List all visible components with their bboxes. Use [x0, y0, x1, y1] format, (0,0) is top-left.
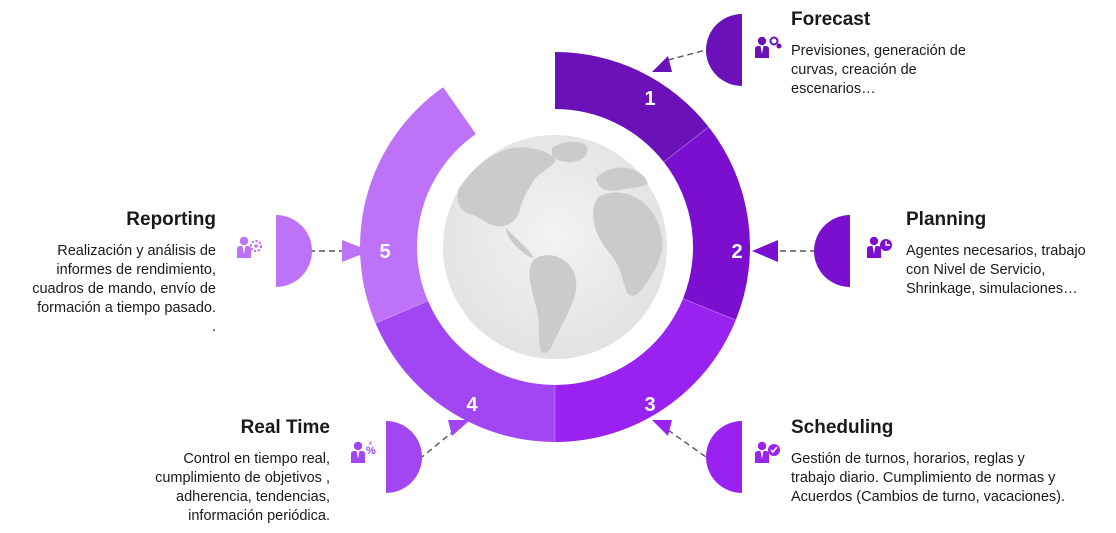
continent-africa	[593, 192, 663, 296]
person-gear-icon	[755, 36, 782, 58]
person-percent-icon: %×	[351, 439, 376, 463]
continent-north-america	[457, 147, 556, 227]
ring-segment	[375, 300, 555, 442]
callouts: %×	[237, 14, 892, 493]
stage-number: 4	[466, 394, 478, 416]
ring-separator	[682, 298, 736, 321]
stage-semicircle	[386, 421, 422, 493]
connector-line	[667, 429, 707, 458]
continent-central-america	[506, 228, 534, 258]
stage-number: 3	[644, 394, 655, 416]
desc-line: informes de rendimiento,	[56, 262, 216, 278]
continent-south-america	[529, 255, 577, 354]
stage-desc-scheduling: Gestión de turnos, horarios, reglas y tr…	[791, 450, 1065, 507]
stage-number: 5	[379, 241, 390, 263]
desc-line: curvas, creación de	[791, 62, 917, 78]
stage-title-reporting: Reporting	[126, 209, 216, 230]
stage-desc-forecast: Previsiones, generación de curvas, creac…	[791, 42, 966, 99]
desc-line: Control en tiempo real,	[183, 451, 330, 467]
desc-line: con Nivel de Servicio,	[906, 262, 1046, 278]
desc-line: adherencia, tendencias,	[176, 489, 330, 505]
person-settings-icon	[237, 236, 263, 258]
stage-title-scheduling: Scheduling	[791, 417, 894, 438]
stage-semicircle	[814, 215, 850, 287]
desc-line: Gestión de turnos, horarios, reglas y	[791, 451, 1025, 467]
desc-line: trabajo diario. Cumplimiento de normas y	[791, 470, 1056, 486]
cycle-ring: 1 2 3 4 5	[360, 52, 750, 442]
person-check-icon	[755, 441, 780, 463]
stage-desc-reporting: Realización y análisis de informes de re…	[32, 242, 216, 337]
stage-title-forecast: Forecast	[791, 9, 871, 30]
globe-icon	[443, 135, 667, 359]
desc-line: información periódica.	[188, 508, 330, 524]
connector-line	[667, 49, 707, 61]
ring-segment	[555, 52, 709, 163]
connector-pointer	[652, 56, 672, 72]
desc-line: .	[211, 319, 216, 335]
desc-line: Shrinkage, simulaciones…	[906, 281, 1078, 297]
stage-semicircle	[276, 215, 312, 287]
stage-title-real-time: Real Time	[240, 417, 330, 438]
connector-line	[421, 429, 456, 458]
continent-greenland	[552, 141, 588, 163]
continent-europe	[596, 167, 648, 191]
ring-separator	[375, 300, 429, 324]
stage-title-planning: Planning	[906, 209, 987, 230]
desc-line: Previsiones, generación de	[791, 43, 966, 59]
svg-text:×: ×	[368, 439, 373, 448]
stage-number: 2	[731, 241, 742, 263]
connector-pointer	[752, 240, 778, 262]
ring-segment	[555, 298, 736, 442]
stage-number: 1	[644, 88, 655, 110]
ring-segment	[360, 87, 476, 324]
stage-semicircle	[706, 14, 742, 86]
ring-segment	[663, 126, 750, 321]
connector-pointer	[448, 420, 470, 436]
desc-line: cuadros de mando, envío de	[32, 281, 216, 297]
desc-line: cumplimiento de objetivos ,	[155, 470, 330, 486]
stage-semicircle	[706, 421, 742, 493]
person-chart-icon	[867, 236, 892, 258]
desc-line: Realización y análisis de	[57, 243, 216, 259]
desc-line: escenarios…	[791, 81, 876, 97]
stage-desc-planning: Agentes necesarios, trabajo con Nivel de…	[906, 242, 1086, 299]
connector-pointer	[342, 240, 370, 262]
desc-line: Acuerdos (Cambios de turno, vacaciones).	[791, 489, 1066, 505]
ring-separator	[663, 126, 709, 163]
desc-line: Agentes necesarios, trabajo	[906, 243, 1086, 259]
svg-text:%: %	[366, 445, 376, 457]
desc-line: formación a tiempo pasado.	[37, 300, 216, 316]
stage-desc-real-time: Control en tiempo real, cumplimiento de …	[155, 450, 330, 526]
connector-pointer	[652, 420, 672, 436]
